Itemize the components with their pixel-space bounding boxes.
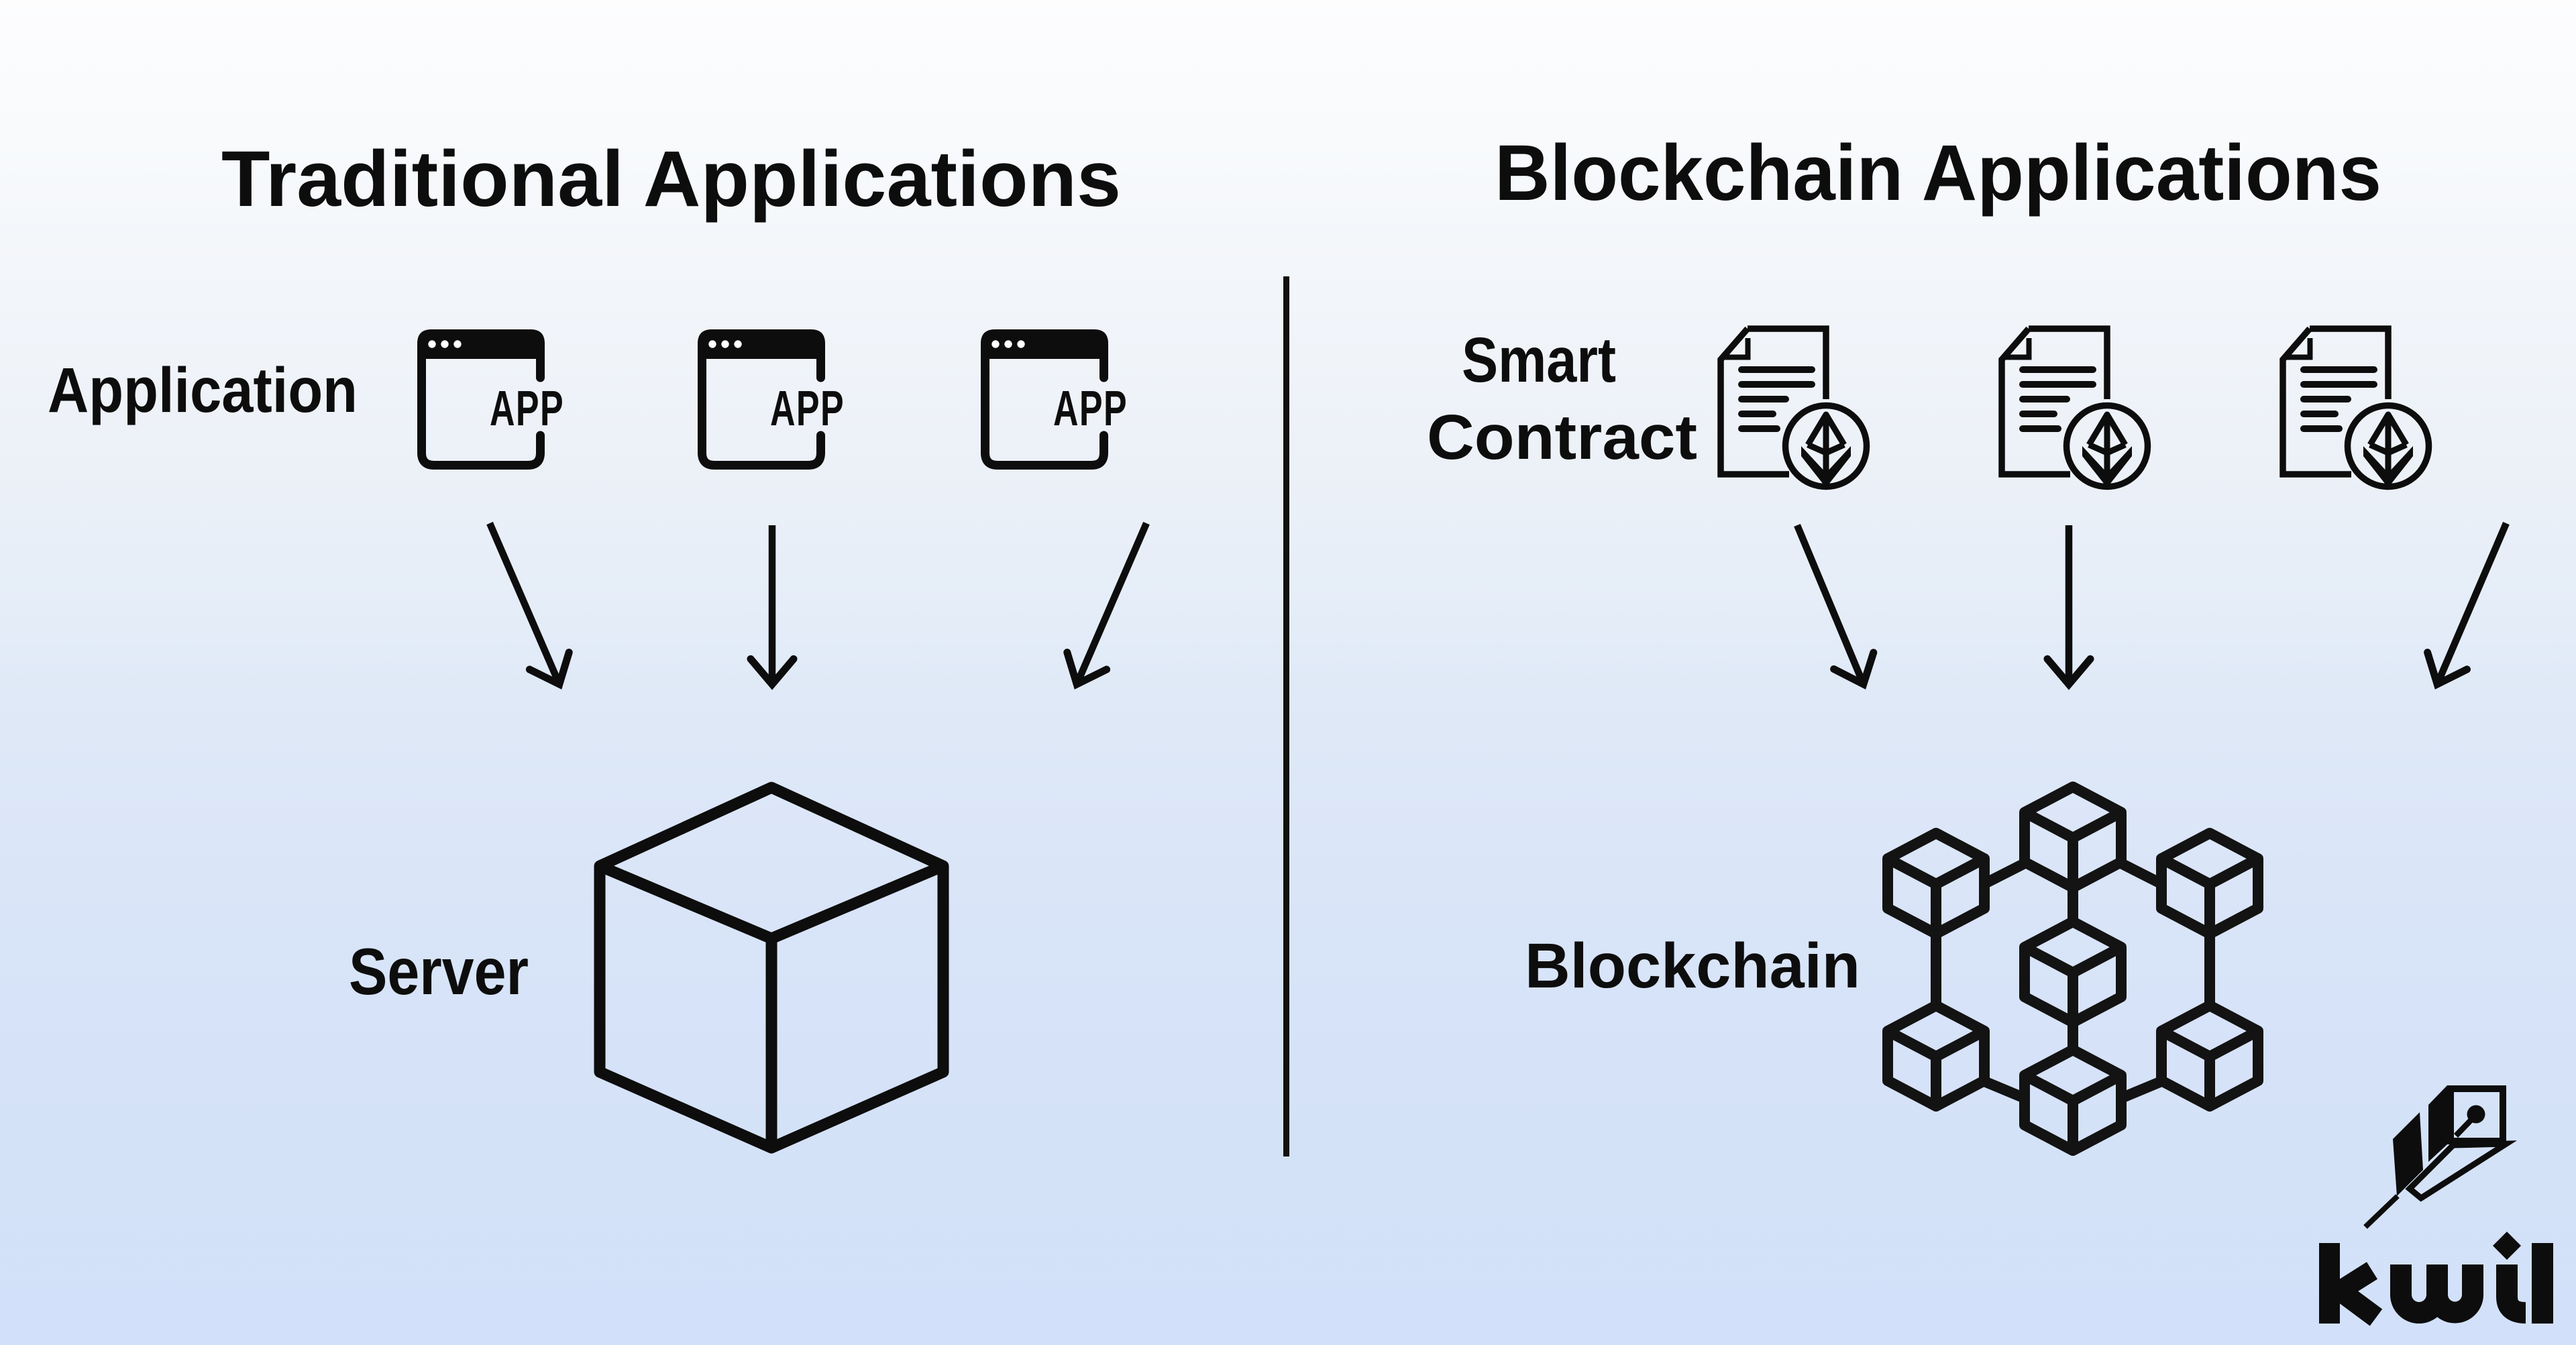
svg-text:Traditional Applications: Traditional Applications <box>221 135 1121 223</box>
svg-text:Application: Application <box>48 355 358 426</box>
svg-text:Smart: Smart <box>1462 325 1616 396</box>
svg-text:Server: Server <box>349 934 529 1008</box>
svg-text:Contract: Contract <box>1427 402 1697 473</box>
svg-text:Blockchain: Blockchain <box>1525 930 1860 1002</box>
svg-text:Blockchain Applications: Blockchain Applications <box>1495 129 2381 217</box>
